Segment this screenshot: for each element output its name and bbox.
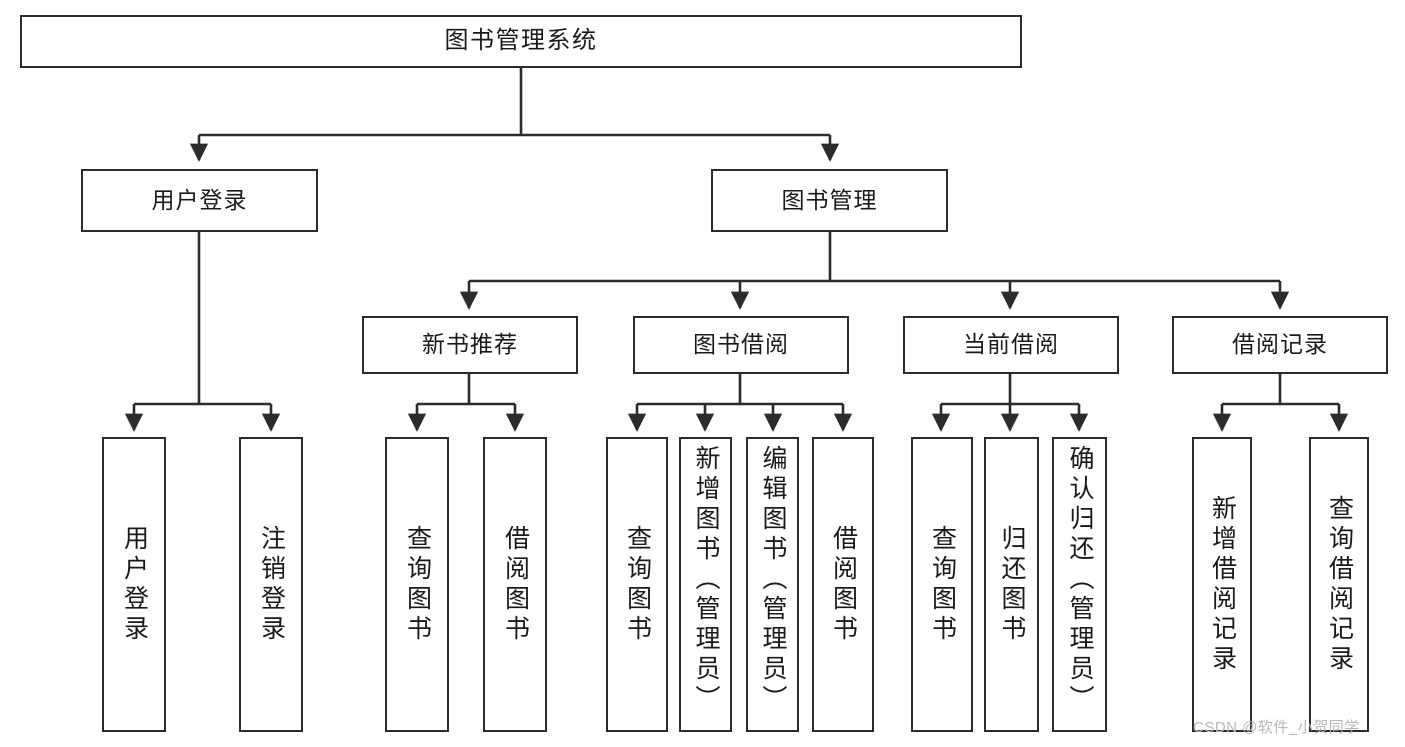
leaf-user-login-logout[interactable]: 注销登录 — [239, 437, 303, 732]
node-label: 图书管理系统 — [444, 27, 598, 55]
leaf-borrow-query-book[interactable]: 查询图书 — [606, 437, 668, 732]
node-book-management[interactable]: 图书管理 — [711, 169, 948, 232]
node-label: 图书借阅 — [693, 331, 789, 358]
node-borrow-record[interactable]: 借阅记录 — [1172, 316, 1388, 374]
node-book-borrow[interactable]: 图书借阅 — [633, 316, 849, 374]
node-new-book-recommend[interactable]: 新书推荐 — [362, 316, 578, 374]
node-label: 新增图书（管理员） — [692, 445, 720, 715]
node-label: 借阅记录 — [1232, 331, 1328, 358]
leaf-user-login-login[interactable]: 用户登录 — [102, 437, 166, 732]
node-label: 确认归还（管理员） — [1066, 445, 1094, 715]
leaf-current-confirm-return[interactable]: 确认归还（管理员） — [1052, 437, 1107, 732]
leaf-borrow-borrow-book[interactable]: 借阅图书 — [812, 437, 874, 732]
node-label: 当前借阅 — [963, 331, 1059, 358]
leaf-new-book-query[interactable]: 查询图书 — [385, 437, 449, 732]
leaf-record-query-record[interactable]: 查询借阅记录 — [1309, 437, 1369, 732]
leaf-new-book-borrow[interactable]: 借阅图书 — [483, 437, 547, 732]
node-label: 查询图书 — [623, 524, 652, 645]
node-label: 借阅图书 — [501, 524, 530, 645]
leaf-record-add-record[interactable]: 新增借阅记录 — [1192, 437, 1252, 732]
leaf-current-return-book[interactable]: 归还图书 — [984, 437, 1039, 732]
node-label: 查询图书 — [928, 524, 957, 645]
leaf-current-query-book[interactable]: 查询图书 — [911, 437, 973, 732]
node-label: 查询图书 — [403, 524, 432, 645]
node-label: 借阅图书 — [829, 524, 858, 645]
node-label: 查询借阅记录 — [1325, 494, 1354, 675]
node-label: 编辑图书（管理员） — [759, 445, 787, 715]
leaf-borrow-add-book[interactable]: 新增图书（管理员） — [679, 437, 732, 732]
node-label: 新增借阅记录 — [1208, 494, 1237, 675]
node-label: 归还图书 — [998, 524, 1026, 645]
node-label: 新书推荐 — [422, 331, 518, 358]
node-label: 用户登录 — [120, 524, 149, 645]
node-label: 图书管理 — [781, 186, 878, 213]
node-label: 注销登录 — [257, 524, 286, 645]
node-current-borrow[interactable]: 当前借阅 — [903, 316, 1119, 374]
node-user-login[interactable]: 用户登录 — [81, 169, 318, 232]
node-label: 用户登录 — [151, 186, 248, 213]
node-root-system[interactable]: 图书管理系统 — [20, 15, 1022, 68]
leaf-borrow-edit-book[interactable]: 编辑图书（管理员） — [746, 437, 799, 732]
csdn-watermark: CSDN @软件_小贺同学 — [1193, 719, 1360, 736]
